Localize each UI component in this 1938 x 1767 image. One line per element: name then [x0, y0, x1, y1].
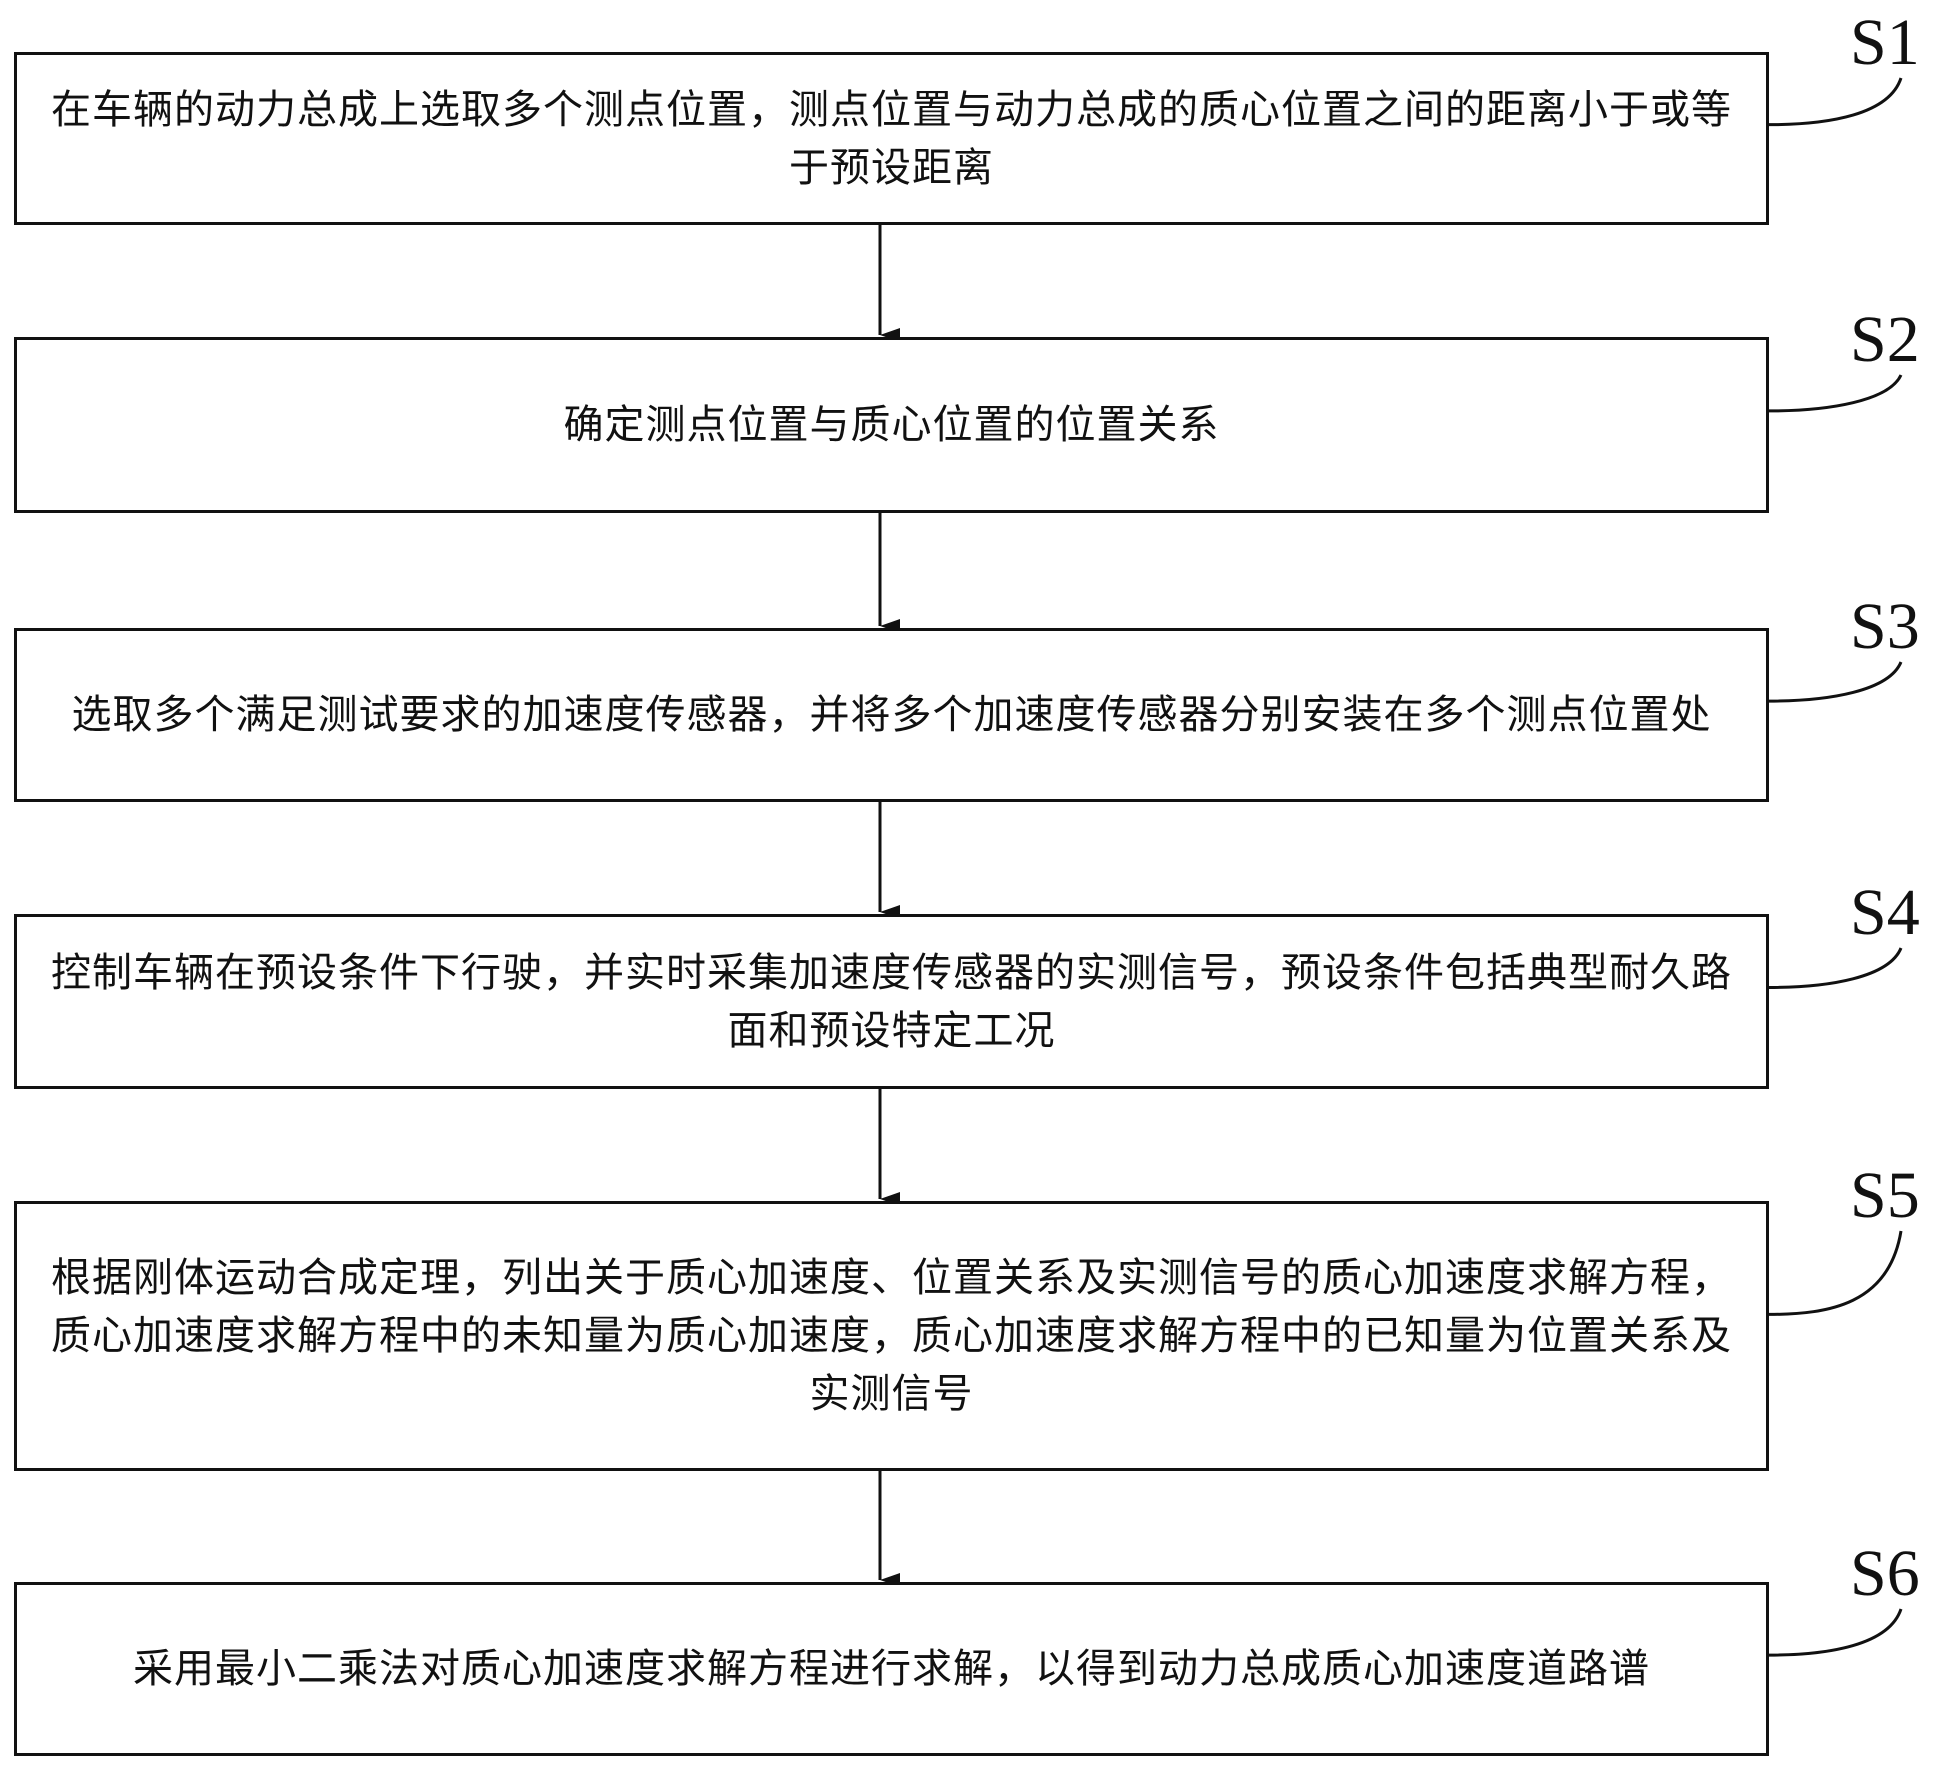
step-box-s1: 在车辆的动力总成上选取多个测点位置，测点位置与动力总成的质心位置之间的距离小于或… — [14, 52, 1769, 225]
step-box-s4: 控制车辆在预设条件下行驶，并实时采集加速度传感器的实测信号，预设条件包括典型耐久… — [14, 914, 1769, 1089]
step-text-s5: 根据刚体运动合成定理，列出关于质心加速度、位置关系及实测信号的质心加速度求解方程… — [51, 1255, 1732, 1417]
step-label-s3: S3 — [1850, 590, 1920, 663]
leader-line-s4 — [1768, 947, 1903, 989]
leader-line-s6 — [1768, 1608, 1903, 1657]
leader-line-s2 — [1768, 374, 1903, 413]
step-box-s2: 确定测点位置与质心位置的位置关系 — [14, 337, 1769, 513]
step-box-s6: 采用最小二乘法对质心加速度求解方程进行求解，以得到动力总成质心加速度道路谱 — [14, 1582, 1769, 1756]
step-box-s3: 选取多个满足测试要求的加速度传感器，并将多个加速度传感器分别安装在多个测点位置处 — [14, 628, 1769, 802]
step-text-s2: 确定测点位置与质心位置的位置关系 — [563, 402, 1220, 448]
step-box-s5: 根据刚体运动合成定理，列出关于质心加速度、位置关系及实测信号的质心加速度求解方程… — [14, 1201, 1769, 1471]
step-text-s6: 采用最小二乘法对质心加速度求解方程进行求解，以得到动力总成质心加速度道路谱 — [133, 1646, 1650, 1692]
leader-line-s3 — [1768, 661, 1903, 703]
step-text-s1: 在车辆的动力总成上选取多个测点位置，测点位置与动力总成的质心位置之间的距离小于或… — [51, 86, 1732, 191]
step-label-s1: S1 — [1850, 6, 1920, 79]
step-label-s5: S5 — [1850, 1159, 1920, 1232]
step-label-s6: S6 — [1850, 1537, 1920, 1610]
step-label-s2: S2 — [1850, 303, 1920, 376]
step-text-s3: 选取多个满足测试要求的加速度传感器，并将多个加速度传感器分别安装在多个测点位置处 — [71, 692, 1712, 738]
step-text-s4: 控制车辆在预设条件下行驶，并实时采集加速度传感器的实测信号，预设条件包括典型耐久… — [51, 949, 1732, 1054]
leader-line-s1 — [1768, 77, 1903, 127]
step-label-s4: S4 — [1850, 876, 1920, 949]
leader-line-s5 — [1768, 1230, 1903, 1316]
